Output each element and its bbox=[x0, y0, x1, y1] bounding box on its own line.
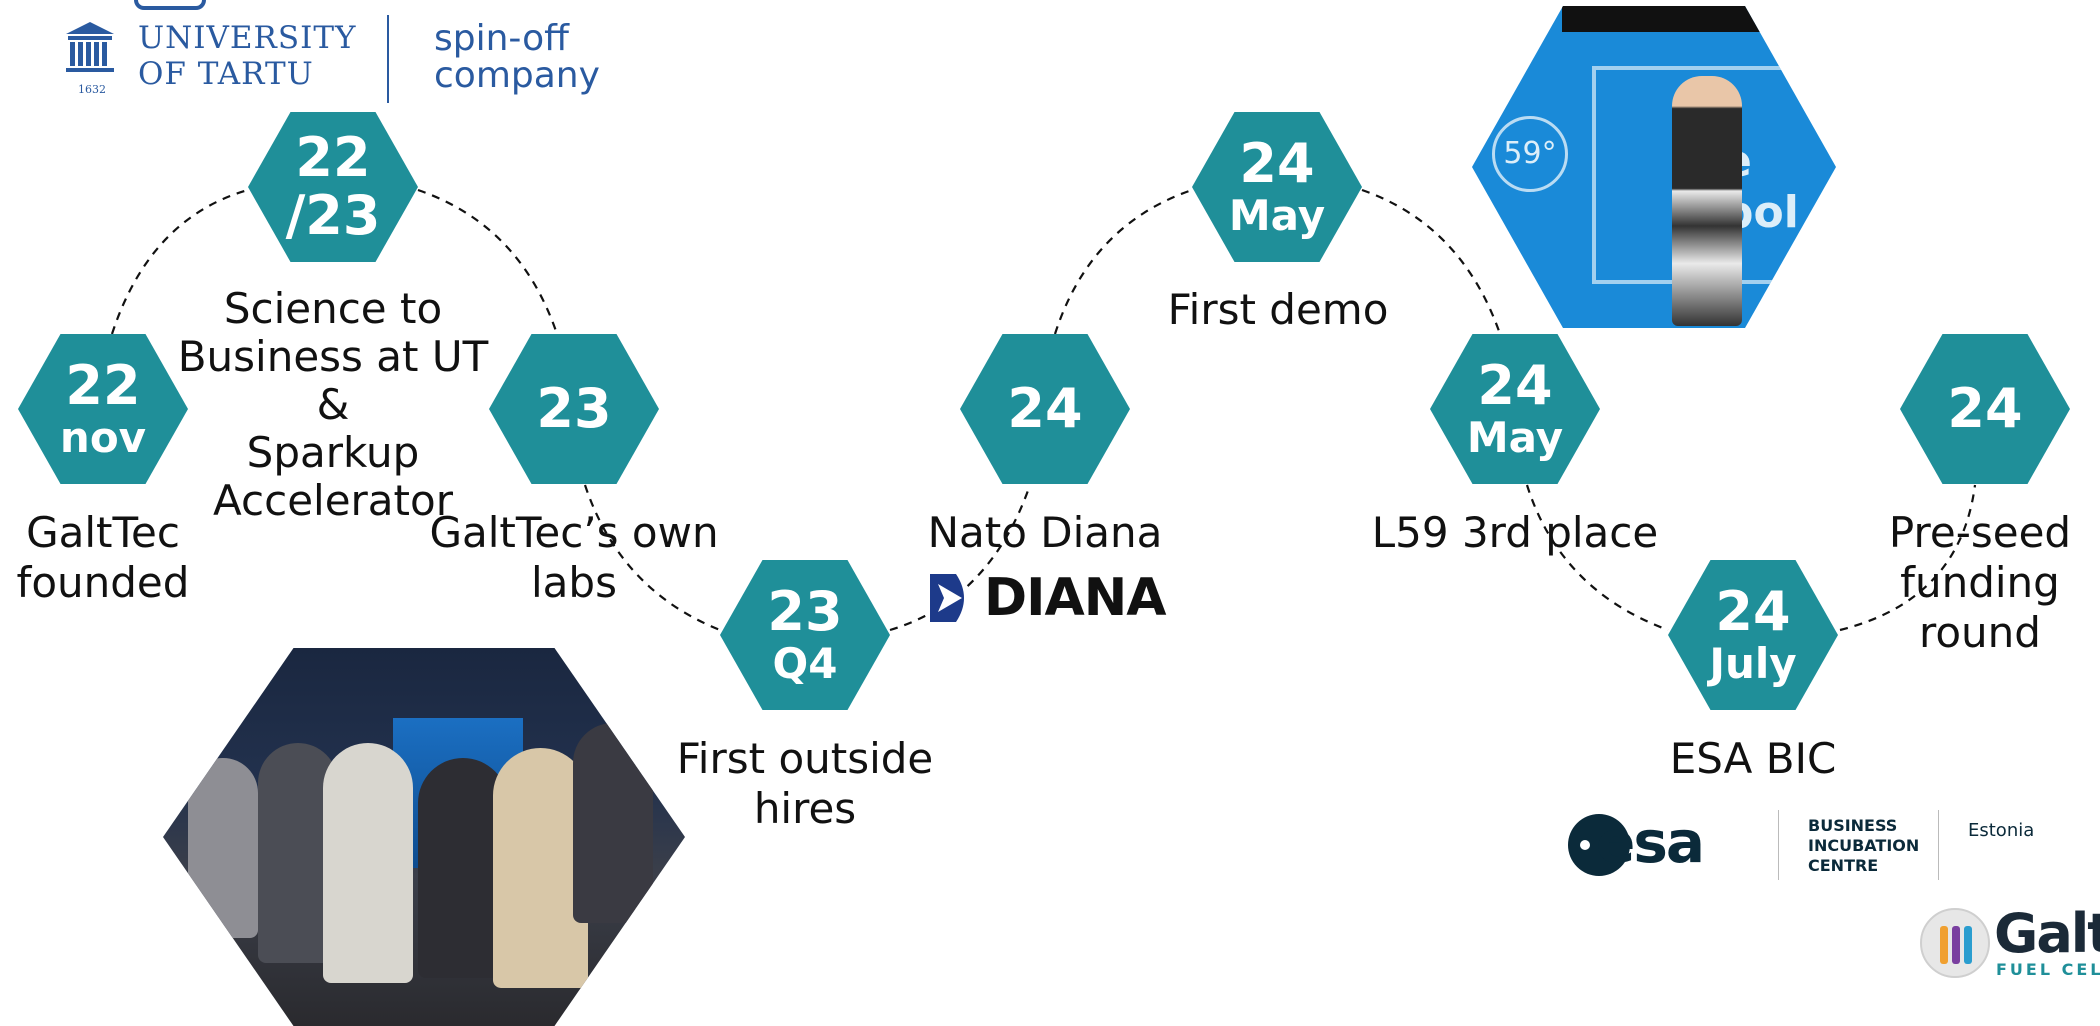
esa-circle-icon bbox=[1568, 814, 1630, 876]
milestone-label-8: ESA BIC bbox=[1669, 734, 1837, 783]
milestone-label-6: First demo bbox=[1167, 285, 1389, 334]
esa-divider-1 bbox=[1778, 810, 1779, 880]
milestone-period: Q4 bbox=[772, 639, 838, 688]
milestone-year: 24 bbox=[1007, 377, 1083, 440]
milestone-hex-6: 24 May bbox=[1192, 112, 1362, 262]
stage-top-bar bbox=[1562, 6, 1762, 32]
milestone-hex-2: 22 /23 bbox=[248, 112, 418, 262]
milestone-year: 22 bbox=[65, 354, 141, 417]
milestone-period: May bbox=[1228, 191, 1326, 240]
logo-divider bbox=[387, 15, 389, 103]
milestone-year: 24 bbox=[1239, 132, 1315, 195]
milestone-hex-8: 24 July bbox=[1668, 560, 1838, 710]
milestone-period: July bbox=[1709, 639, 1797, 688]
logo-top-frame bbox=[134, 0, 206, 10]
milestone-label-5: Nato Diana bbox=[927, 508, 1163, 557]
galttec-icon bbox=[1920, 908, 1990, 978]
stage-badge: 59° bbox=[1492, 116, 1568, 192]
milestone-year: 24 bbox=[1947, 377, 2023, 440]
milestone-period: May bbox=[1466, 413, 1564, 462]
milestone-label-9: Pre-seed funding round bbox=[1888, 508, 2072, 657]
ut-logo-year: 1632 bbox=[78, 83, 106, 96]
milestone-year: 23 bbox=[767, 580, 843, 643]
galttec-logo-sub: FUEL CELL bbox=[1996, 960, 2100, 979]
connector-2 bbox=[417, 188, 559, 335]
person-5 bbox=[493, 748, 588, 988]
milestone-hex-7: 24 May bbox=[1430, 334, 1600, 484]
milestone-hex-9: 24 bbox=[1900, 334, 2070, 484]
milestone-label-4: First outside hires bbox=[676, 734, 934, 833]
esa-region-text: Estonia bbox=[1968, 820, 2035, 841]
speaker bbox=[1672, 76, 1742, 326]
team-photo bbox=[163, 648, 685, 1026]
esa-divider-2 bbox=[1938, 810, 1939, 880]
diana-logo: DIANA bbox=[928, 566, 1168, 630]
milestone-year: 23 bbox=[536, 377, 612, 440]
milestone-period: /23 bbox=[285, 184, 381, 247]
ut-logo-line1: UNIVERSITY bbox=[138, 20, 357, 56]
galttec-logo-text: GaltT bbox=[1994, 906, 2100, 965]
connector-4 bbox=[889, 484, 1032, 632]
milestone-label-7: L59 3rd place bbox=[1371, 508, 1659, 557]
university-of-tartu-logo: 1632 UNIVERSITY OF TARTU spin-off compan… bbox=[64, 0, 604, 105]
diana-arrow-icon bbox=[930, 574, 964, 622]
milestone-label-1: GaltTec founded bbox=[16, 508, 190, 607]
esa-bic-logo: esa BUSINESS INCUBATION CENTRE Estonia bbox=[1568, 808, 2034, 882]
ut-logo-line2: OF TARTU bbox=[138, 56, 314, 92]
diana-logo-text: DIANA bbox=[984, 568, 1167, 628]
university-building-icon bbox=[66, 22, 114, 72]
milestone-label-3: GaltTec’s own labs bbox=[429, 508, 719, 607]
galttec-logo: GaltT FUEL CELL bbox=[1920, 906, 2100, 984]
connector-7 bbox=[1525, 484, 1669, 632]
milestone-year: 22 bbox=[295, 126, 371, 189]
spin-off-line2: company bbox=[434, 55, 600, 96]
esa-dot-icon bbox=[1580, 840, 1590, 850]
milestone-label-2: Science to Business at UT & Sparkup Acce… bbox=[177, 284, 489, 525]
milestone-year: 24 bbox=[1715, 580, 1791, 643]
person-3 bbox=[323, 743, 413, 983]
connector-1 bbox=[110, 188, 249, 335]
esa-bic-text: BUSINESS INCUBATION CENTRE bbox=[1808, 816, 1920, 875]
connector-5 bbox=[1053, 188, 1193, 335]
connector-8 bbox=[1839, 484, 1977, 632]
spin-off-line1: spin-off bbox=[434, 18, 569, 59]
milestone-year: 24 bbox=[1477, 354, 1553, 417]
esa-logo-text: esa bbox=[1596, 808, 1705, 876]
milestone-period: nov bbox=[59, 413, 147, 462]
